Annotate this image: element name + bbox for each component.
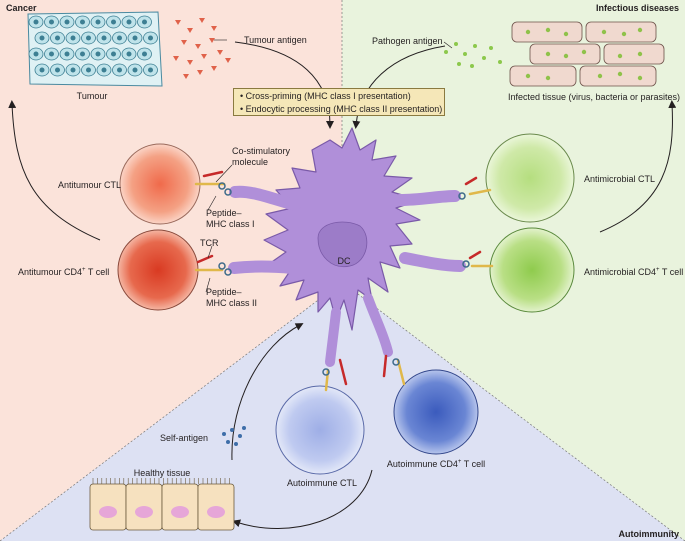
receptor-complexes: [194, 170, 494, 392]
pathogen-antigen-particles: [444, 42, 502, 68]
divider-left: [0, 281, 343, 541]
label-autoimmune-cd4: Autoimmune CD4+ T cell: [387, 459, 485, 469]
tumour-antigen-particles: [173, 18, 231, 79]
arrow-infect-cycle: [599, 100, 677, 233]
antitumour-cd4-cell: [117, 229, 199, 311]
label-tumour: Tumour: [77, 91, 108, 101]
label-self-antigen: Self-antigen: [160, 433, 208, 443]
autoimmune-cd4-cell: [393, 369, 479, 455]
quadrant-infectious: Infectious diseases: [596, 3, 679, 13]
dc-nucleus: [317, 221, 368, 268]
label-peptide-mhc1-a: Peptide–: [206, 208, 242, 218]
label-costim-2: molecule: [232, 157, 268, 167]
infected-tissue-cells: [509, 21, 665, 87]
label-costim: Co-stimulatory: [232, 146, 291, 156]
box-line-endocytic: • Endocytic processing (MHC class II pre…: [240, 104, 443, 114]
antigen-processing-box: • Cross-priming (MHC class I presentatio…: [233, 88, 445, 116]
label-autoimmune-ctl: Autoimmune CTL: [287, 478, 357, 488]
arrow-selfantigen-to-dc: [231, 323, 304, 461]
antimicrobial-cd4-cell: [489, 227, 575, 313]
antimicrobial-ctl-cell: [485, 133, 575, 223]
quadrant-autoimmunity: Autoimmunity: [619, 529, 680, 539]
tumour-cells: [27, 11, 163, 87]
label-peptide-mhc1-b: MHC class I: [206, 219, 255, 229]
antitumour-ctl-cell: [119, 143, 201, 225]
label-tcr: TCR: [200, 238, 219, 248]
label-antitumour-cd4: Antitumour CD4+ T cell: [18, 267, 109, 277]
self-antigen-particles: [222, 426, 246, 446]
label-healthy-tissue: Healthy tissue: [134, 468, 191, 478]
label-peptide-mhc2-a: Peptide–: [206, 287, 242, 297]
label-antimicrobial-ctl: Antimicrobial CTL: [584, 174, 655, 184]
autoimmune-ctl-cell: [275, 385, 365, 475]
label-pathogen-antigen: Pathogen antigen: [372, 36, 443, 46]
label-dc: DC: [338, 256, 351, 266]
label-infected-tissue: Infected tissue (virus, bacteria or para…: [508, 92, 680, 102]
label-antimicrobial-cd4: Antimicrobial CD4+ T cell: [584, 267, 683, 277]
healthy-tissue-cells: [89, 478, 235, 531]
arrow-cancer-cycle: [8, 100, 101, 241]
leader-lines: [205, 39, 453, 293]
box-line-cross-priming: • Cross-priming (MHC class I presentatio…: [240, 91, 411, 101]
arrow-auto-to-tissue: [232, 469, 373, 529]
label-tumour-antigen: Tumour antigen: [244, 35, 307, 45]
label-antitumour-ctl: Antitumour CTL: [58, 180, 121, 190]
dendritic-cell: [228, 127, 466, 367]
quadrant-cancer: Cancer: [6, 3, 37, 13]
label-peptide-mhc2-b: MHC class II: [206, 298, 257, 308]
